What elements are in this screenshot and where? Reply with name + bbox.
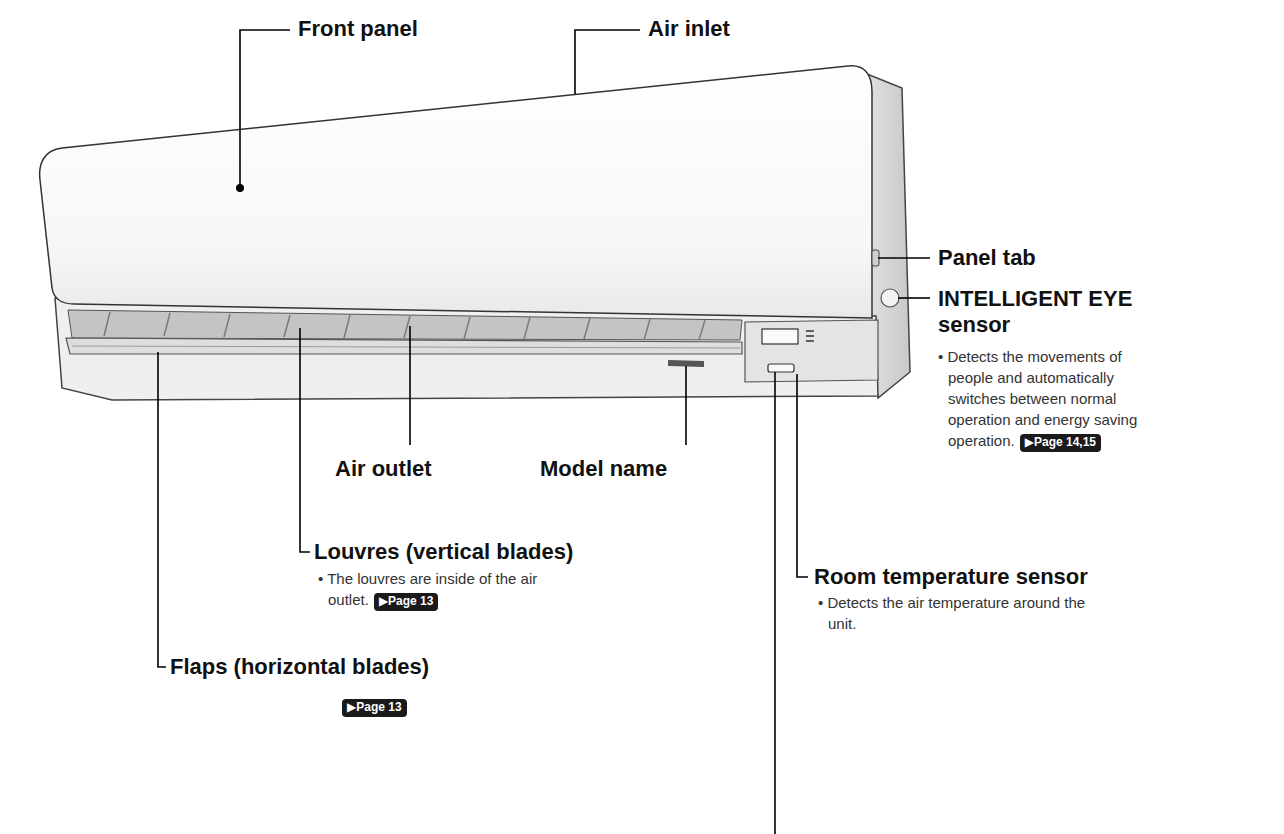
page-reference-badge: ▶Page 14,15 <box>1020 434 1101 452</box>
page-reference-badge: ▶Page 13 <box>342 699 407 717</box>
signal-receiver <box>768 364 794 372</box>
leader-lines <box>158 30 930 834</box>
display-indicators <box>806 331 814 341</box>
part-name: Air inlet <box>648 16 730 42</box>
part-name: Front panel <box>298 16 418 42</box>
flap-edge <box>72 346 740 348</box>
part-name: INTELLIGENT EYE sensor <box>938 286 1168 338</box>
display-panel <box>745 320 878 382</box>
part-name: Model name <box>540 456 667 482</box>
page-reference-badge: ▶Page 13 <box>374 593 439 611</box>
page-reference: ▶Page 14,15 <box>1025 435 1096 449</box>
part-name: Air outlet <box>335 456 432 482</box>
part-description: • The louvres are inside of the air outl… <box>318 568 578 610</box>
eye-sensor-lens <box>881 289 899 307</box>
part-name: Louvres (vertical blades) <box>314 539 573 565</box>
panel-tab-shape <box>872 250 879 266</box>
model-name-plate <box>668 360 704 367</box>
part-name: Room temperature sensor <box>814 564 1088 590</box>
page-reference: ▶Page 13 <box>347 700 402 714</box>
leader-dot <box>236 184 244 192</box>
flap-blade <box>66 338 742 354</box>
display-screen <box>762 329 798 344</box>
part-name: Flaps (horizontal blades) <box>170 654 429 680</box>
louvre-blades <box>104 312 705 340</box>
air-outlet-cavity <box>68 310 742 340</box>
part-name: Panel tab <box>938 245 1036 271</box>
part-description: • Detects the air temperature around the… <box>818 592 1103 634</box>
page-reference: ▶Page 13 <box>379 594 434 608</box>
front-panel-shape <box>40 66 872 318</box>
